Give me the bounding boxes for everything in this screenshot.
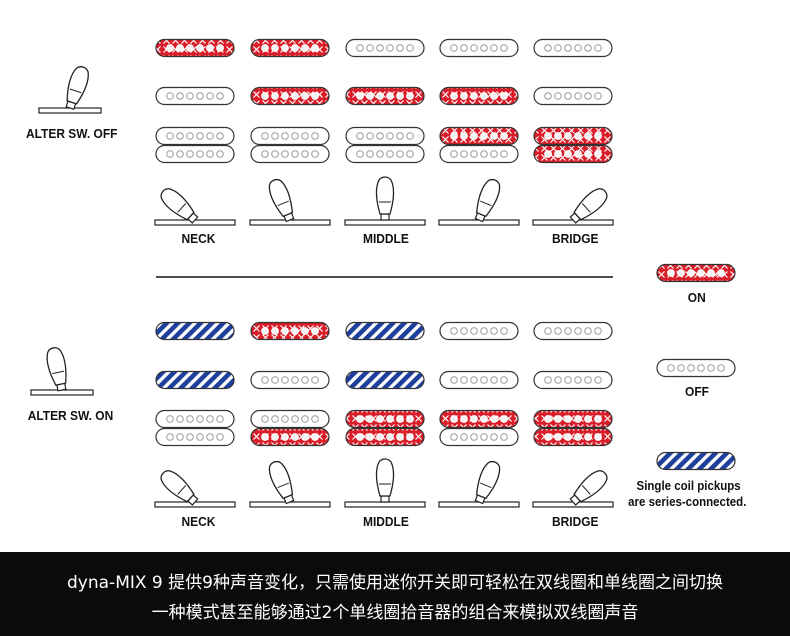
switch-icon-bottom-4 [532,470,614,508]
switch-icon-top-4 [532,188,614,226]
pickup-0-1 [250,321,330,341]
pickup-1-0 [155,86,235,106]
pickup-grid-alter-on [155,321,613,447]
pickup-0-3 [439,38,519,58]
pickup-0-4 [533,38,613,58]
position-label-middle-top: MIDDLE [362,231,409,246]
humbucker-coil-bottom-2-3 [439,144,519,164]
pickup-1-1 [250,86,330,106]
humbucker-coil-top-2-4 [533,126,613,146]
switch-icon-top-2 [344,176,426,226]
humbucker-coil-bottom-2-0 [155,427,235,447]
legend-off-label: OFF [685,384,709,399]
pickup-0-1 [250,38,330,58]
humbucker-coil-bottom-2-0 [155,144,235,164]
legend-on-label: ON [687,290,706,305]
legend-single-label-1: Single coil pickups [636,479,741,493]
caption-line-1: dyna-MIX 9 提供9种声音变化，只需使用迷你开关即可轻松在双线圈和单线圈… [67,573,723,593]
humbucker-coil-bottom-2-2 [345,427,425,447]
pickup-1-1 [250,370,330,390]
alter-switch-icons [30,66,102,396]
switch-icons-alter-on [154,458,614,508]
alter-switch-on-icon [30,347,94,396]
humbucker-coil-top-2-3 [439,409,519,429]
humbucker-coil-top-2-2 [345,409,425,429]
alter-switch-on-label: ALTER SW. ON [27,408,114,423]
legend-single-swatch [656,451,736,471]
switch-icon-top-1 [249,178,331,226]
alter-switch-off-icon [38,66,102,114]
pickup-1-3 [439,370,519,390]
switch-icon-bottom-2 [344,458,426,508]
pickup-1-2 [345,86,425,106]
pickup-switching-diagram [30,38,736,508]
pickup-0-2 [345,321,425,341]
humbucker-coil-top-2-3 [439,126,519,146]
humbucker-coil-bottom-2-1 [250,144,330,164]
humbucker-coil-top-2-1 [250,126,330,146]
humbucker-coil-top-2-0 [155,126,235,146]
humbucker-coil-bottom-2-4 [533,427,613,447]
position-label-bridge-top: BRIDGE [552,231,599,246]
switch-icon-bottom-1 [249,460,331,508]
pickup-grid-alter-off [155,38,613,164]
alter-switch-off-label: ALTER SW. OFF [25,126,118,141]
position-label-neck-bottom: NECK [181,514,216,529]
legend-on-swatch [656,263,736,283]
humbucker-coil-bottom-2-1 [250,427,330,447]
position-label-bridge-bottom: BRIDGE [552,514,599,529]
position-label-neck-top: NECK [181,231,216,246]
pickup-1-2 [345,370,425,390]
pickup-0-0 [155,321,235,341]
pickup-0-4 [533,321,613,341]
humbucker-coil-top-2-1 [250,409,330,429]
switch-icon-top-3 [438,178,520,226]
pickup-0-3 [439,321,519,341]
pickup-1-4 [533,86,613,106]
pickup-1-4 [533,370,613,390]
legend-swatches [656,263,736,471]
switch-icon-bottom-3 [438,460,520,508]
humbucker-coil-top-2-2 [345,126,425,146]
humbucker-coil-top-2-4 [533,409,613,429]
switch-icon-bottom-0 [154,470,236,508]
humbucker-coil-top-2-0 [155,409,235,429]
pickup-1-0 [155,370,235,390]
legend-off-swatch [656,358,736,378]
pickup-0-0 [155,38,235,58]
humbucker-coil-bottom-2-2 [345,144,425,164]
caption-line-2: 一种模式甚至能够通过2个单线圈拾音器的组合来模拟双线圈声音 [151,603,639,623]
switch-icons-alter-off [154,176,614,226]
humbucker-coil-bottom-2-4 [533,144,613,164]
position-label-middle-bottom: MIDDLE [362,514,409,529]
switch-icon-top-0 [154,188,236,226]
pickup-0-2 [345,38,425,58]
pickup-1-3 [439,86,519,106]
legend-single-label-2: are series-connected. [628,495,747,509]
humbucker-coil-bottom-2-3 [439,427,519,447]
caption-bar: dyna-MIX 9 提供9种声音变化，只需使用迷你开关即可轻松在双线圈和单线圈… [0,552,790,636]
